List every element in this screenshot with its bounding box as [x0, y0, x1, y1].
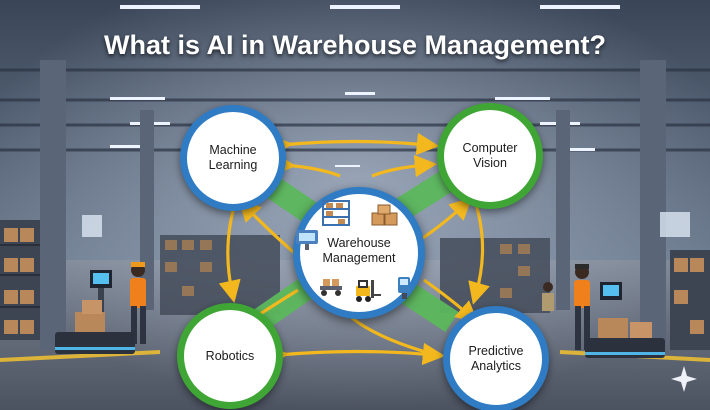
node-robotics-label: Robotics: [206, 349, 255, 364]
machine-learning-line1: Machine: [209, 143, 257, 157]
robot-arm-icon: [296, 230, 318, 250]
node-computer-vision: Computer Vision: [437, 103, 543, 209]
node-predictive-analytics-label: Predictive Analytics: [469, 344, 524, 374]
boxes-icon: [371, 204, 398, 226]
warehouse-management-line2: Management: [322, 251, 396, 265]
right-shelving: [440, 238, 710, 350]
agv-cart-icon: [55, 270, 135, 354]
scanner-icon: [398, 277, 410, 299]
worker-icon: [542, 264, 590, 350]
predictive-analytics-line1: Predictive: [468, 344, 524, 358]
warehouse-management-label: Warehouse Management: [300, 236, 418, 266]
computer-vision-line1: Computer: [462, 141, 518, 155]
diagram-title: What is AI in Warehouse Management?: [103, 30, 607, 60]
node-machine-learning: Machine Learning: [180, 105, 286, 211]
node-robotics: Robotics: [177, 303, 283, 409]
node-computer-vision-label: Computer Vision: [463, 141, 518, 171]
predictive-analytics-line2: Analytics: [470, 359, 521, 373]
shelving-icon: [322, 200, 350, 226]
node-warehouse-management: Warehouse Management: [293, 187, 425, 319]
agv-cart-icon: [585, 282, 665, 358]
node-machine-learning-label: Machine Learning: [209, 143, 258, 173]
computer-vision-line2: Vision: [473, 156, 507, 170]
conveyor-icon: [320, 279, 342, 296]
machine-learning-line2: Learning: [208, 158, 258, 172]
worker-icon: [130, 262, 146, 344]
warehouse-management-line1: Warehouse: [327, 236, 391, 250]
robotics-line1: Robotics: [205, 348, 255, 363]
node-predictive-analytics: Predictive Analytics: [443, 306, 549, 410]
sparkle-icon: [671, 366, 697, 392]
forklift-icon: [356, 280, 381, 302]
